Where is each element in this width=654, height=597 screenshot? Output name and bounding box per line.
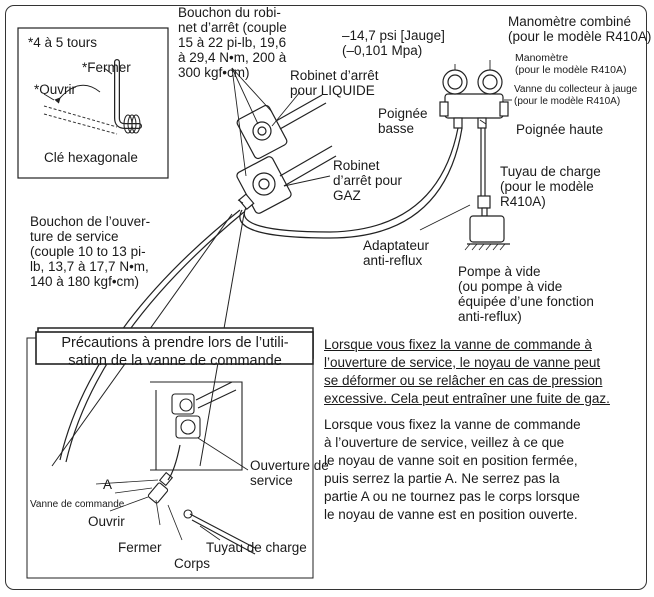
anti-backflow-adapter-label: Adaptateur anti-reflux [363, 238, 430, 268]
gauge-label: Manomètre (pour le modèle R410A) [515, 52, 627, 76]
vacuum-pump [467, 195, 510, 245]
charge-hose-label: Tuyau de charge (pour le modèle R410A) [500, 164, 601, 209]
stop-valves [236, 104, 292, 214]
vacuum-pump-label: Pompe à vide (ou pompe à vide équipée d’… [458, 264, 594, 324]
high-handle-label: Poignée haute [516, 122, 604, 137]
valve-cap-label: Bouchon du robi- net d’arrêt (couple 15 … [178, 5, 287, 80]
service-port-detail [147, 381, 243, 519]
service-cap-label: Bouchon de l’ouver- ture de service (cou… [30, 214, 151, 289]
body-label: Corps [174, 556, 211, 571]
part-a-label: A [103, 477, 113, 492]
inset-turns-label: *4 à 5 tours [28, 35, 98, 50]
inset-hex-key-label: Clé hexagonale [44, 150, 138, 165]
low-handle-label: Poignée basse [378, 106, 428, 136]
warning-text: Lorsque vous fixez la vanne de commande … [324, 337, 610, 406]
manifold-gauge [439, 69, 509, 129]
charge-hose-detail-label: Tuyau de charge [206, 540, 307, 555]
close-label: Fermer [118, 540, 162, 555]
hex-key-inset [17, 27, 169, 179]
inset-close-label: *Fermer [82, 60, 131, 75]
instruction-text: Lorsque vous fixez la vanne de commande … [324, 417, 581, 522]
gauge-pressure-label: –14,7 psi [Jauge] (–0,101 Mpa) [342, 28, 445, 58]
precautions-title: Précautions à prendre lors de l’utili- s… [61, 335, 289, 369]
control-valve-label: Vanne de commande [30, 499, 125, 510]
combined-gauge-label: Manomètre combiné (pour le modèle R410A) [508, 14, 652, 44]
inset-open-label: *Ouvrir [34, 82, 77, 97]
gas-valve-label: Robinet d’arrêt pour GAZ [333, 158, 403, 203]
open-label: Ouvrir [88, 514, 125, 529]
service-port-label: Ouverture de service [250, 458, 329, 488]
manifold-valve-label: Vanne du collecteur à jauge (pour le mod… [514, 84, 638, 107]
outer-frame [5, 5, 647, 590]
liquid-valve-label: Robinet d’arrêt pour LIQUIDE [290, 68, 379, 98]
